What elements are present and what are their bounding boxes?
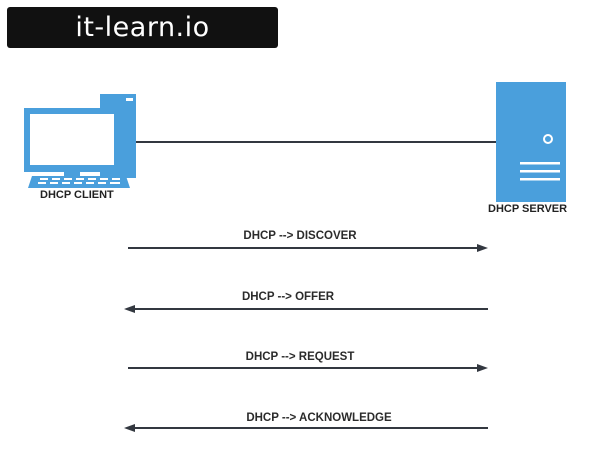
arrow-offer <box>124 305 488 313</box>
client-label: DHCP CLIENT <box>40 189 114 201</box>
arrow-acknowledge <box>124 424 488 432</box>
arrow-request <box>128 364 488 372</box>
logo: it-learn.io <box>7 7 278 48</box>
message-label-discover: DHCP --> DISCOVER <box>243 230 357 242</box>
client-computer-icon <box>24 94 136 188</box>
logo-text: it-learn.io <box>75 12 210 43</box>
server-label: DHCP SERVER <box>488 203 568 215</box>
message-label-acknowledge: DHCP --> ACKNOWLEDGE <box>246 412 392 424</box>
server-icon <box>496 82 566 202</box>
message-label-request: DHCP --> REQUEST <box>245 351 355 363</box>
arrow-discover <box>128 244 488 252</box>
message-label-offer: DHCP --> OFFER <box>241 291 335 303</box>
